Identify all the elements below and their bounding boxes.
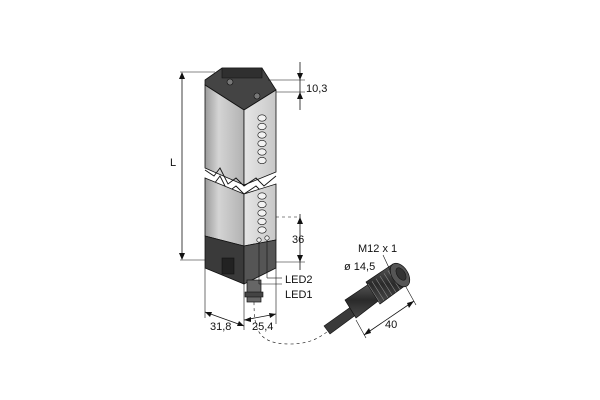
led-segment [257, 114, 267, 122]
connector-face-inner [395, 267, 407, 281]
thread-label: M12 x 1 [358, 243, 397, 255]
connector-length-label: 40 [385, 319, 397, 331]
width-label: 25,4 [252, 321, 273, 333]
base-notch [221, 257, 235, 275]
connector-stub-ring [244, 291, 264, 298]
thread-leader [382, 254, 391, 271]
led-segment [257, 209, 267, 217]
m12-connector [323, 262, 411, 335]
led1-label: LED1 [285, 289, 313, 301]
led-segment [257, 157, 267, 165]
led-segment [257, 140, 267, 148]
base-side [243, 239, 277, 285]
knurl-line [379, 275, 393, 296]
screw-head-1 [226, 78, 234, 86]
dimensions: L 10,3 36 LED2 LED1 31,8 25,4 [170, 62, 327, 333]
led-segment [257, 131, 267, 139]
cable-dashed [253, 301, 333, 345]
connector-length-dimension-line [363, 300, 415, 336]
knurl-line [383, 273, 397, 293]
knurl-line [367, 283, 381, 304]
break-line [204, 167, 277, 187]
depth-label: 31,8 [210, 321, 231, 333]
led2-label: LED2 [285, 274, 313, 286]
led-segment [257, 123, 267, 131]
led-segment [257, 201, 267, 209]
led-segment [257, 148, 267, 156]
led-segment [257, 218, 267, 226]
sensor-housing [204, 67, 277, 303]
top-height-label: 10,3 [306, 83, 327, 95]
screw-head-2 [253, 92, 261, 100]
knurl-line [375, 278, 389, 298]
knurl-line [371, 281, 385, 301]
led-segment [257, 192, 267, 200]
top-cap-face [221, 67, 263, 79]
led-column [257, 114, 267, 234]
lower-height-label: 36 [292, 234, 304, 246]
led1-indicator [264, 235, 270, 241]
connector-diameter-label: ø 14,5 [344, 261, 375, 273]
led2-indicator [256, 237, 262, 243]
led-segment [257, 226, 267, 234]
length-label: L [170, 157, 176, 169]
